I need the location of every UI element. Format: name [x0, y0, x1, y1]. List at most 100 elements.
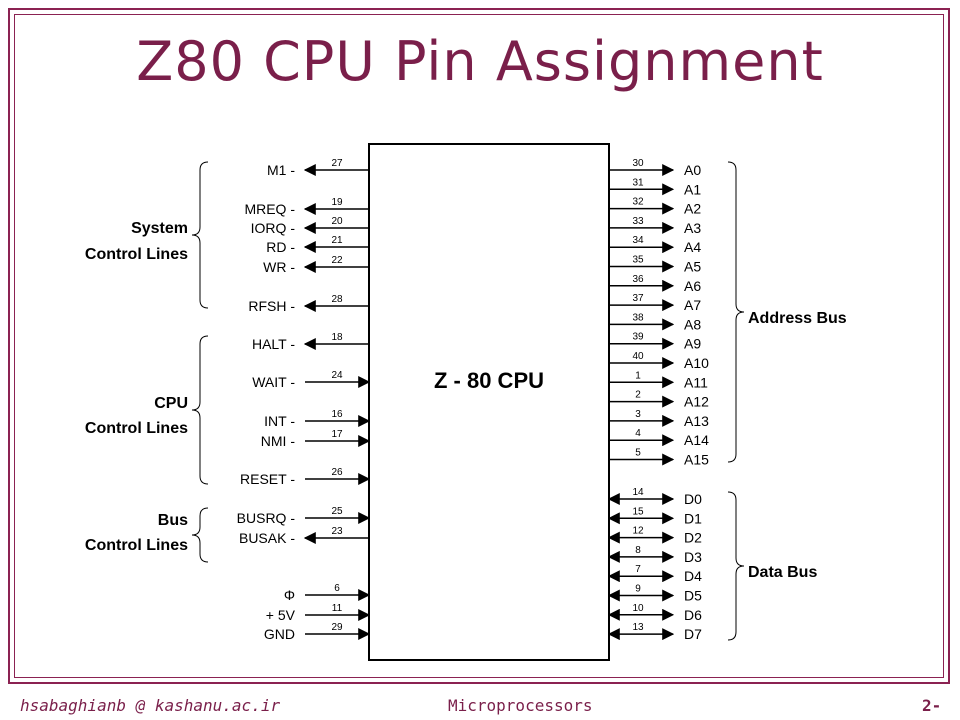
left-pin-15: 29 GND [264, 622, 371, 642]
pin-name: NMI - [261, 433, 296, 449]
pin-number: 9 [635, 584, 641, 595]
chip-label: Z - 80 CPU [434, 368, 544, 393]
pin-number: 13 [632, 622, 644, 633]
pin-number: 17 [331, 429, 343, 440]
address-pin-0: 30 A0 [609, 158, 701, 178]
pin-name: A3 [684, 220, 701, 236]
pin-name: A14 [684, 432, 709, 448]
pin-number: 37 [632, 293, 644, 304]
left-pin-9: 17 NMI - [261, 429, 371, 449]
pin-name: D6 [684, 607, 702, 623]
left-pin-14: 11 + 5V [266, 603, 371, 623]
pin-name: GND [264, 626, 295, 642]
pin-name: A1 [684, 181, 701, 197]
pin-name: A7 [684, 297, 701, 313]
pin-name: A13 [684, 413, 709, 429]
left-pin-13: 6Φ [284, 583, 371, 603]
left-pin-4: 22 WR - [263, 255, 369, 275]
address-pin-8: 38 A8 [609, 312, 701, 332]
pin-name: A8 [684, 316, 701, 332]
pin-name: M1 - [267, 162, 295, 178]
left-pin-11: 25 BUSRQ - [237, 506, 371, 526]
pin-number: 16 [331, 409, 343, 420]
system-group-label-2: Control Lines [85, 246, 188, 263]
pin-number: 40 [632, 351, 644, 362]
left-pin-8: 16 INT - [264, 409, 371, 429]
pin-number: 11 [332, 603, 343, 614]
footer-page-number: 2- [922, 696, 942, 715]
pin-number: 12 [632, 526, 644, 537]
pin-number: 35 [632, 255, 644, 266]
bus-group-label-1: Bus [158, 512, 188, 529]
cpu-brace [191, 335, 209, 485]
pin-name: D3 [684, 549, 702, 565]
pin-name: A5 [684, 259, 701, 275]
pin-number: 4 [635, 428, 641, 439]
pin-name: BUSRQ - [237, 510, 296, 526]
pin-name: RFSH - [248, 298, 295, 314]
data-pin-0: 14 D0 [607, 487, 702, 507]
data-bus-label: Data Bus [748, 564, 817, 581]
pin-number: 2 [635, 390, 641, 401]
bus-brace [191, 507, 209, 563]
pin-name: Φ [284, 587, 295, 603]
pin-name: A10 [684, 355, 709, 371]
pin-number: 18 [331, 332, 343, 343]
pin-number: 3 [635, 409, 641, 420]
pin-number: 24 [331, 370, 343, 381]
address-pin-13: 3 A13 [609, 409, 709, 429]
pin-name: A15 [684, 452, 709, 468]
pin-number: 21 [331, 235, 343, 246]
pin-number: 28 [331, 294, 343, 305]
pin-number: 1 [635, 370, 641, 381]
pin-name: HALT - [252, 336, 295, 352]
data-pin-7: 13 D7 [607, 622, 702, 642]
pin-number: 10 [632, 603, 644, 614]
bus-group-label-2: Control Lines [85, 537, 188, 554]
address-pin-10: 40 A10 [609, 351, 709, 371]
pin-number: 38 [632, 312, 644, 323]
left-pin-5: 28 RFSH - [248, 294, 369, 314]
pin-name: A0 [684, 162, 701, 178]
pin-name: MREQ - [244, 201, 295, 217]
data-brace [727, 491, 745, 641]
cpu-group-label-1: CPU [154, 395, 188, 412]
pin-number: 20 [331, 216, 343, 227]
pin-number: 25 [331, 506, 343, 517]
pin-name: RD - [266, 239, 295, 255]
slide-frame-inner [14, 14, 944, 678]
slide-title: Z80 CPU Pin Assignment [136, 30, 824, 93]
pin-number: 14 [632, 487, 644, 498]
pin-number: 29 [331, 622, 343, 633]
address-pin-7: 37 A7 [609, 293, 701, 313]
pin-name: D0 [684, 491, 702, 507]
address-brace [727, 161, 745, 463]
pin-name: + 5V [266, 607, 296, 623]
footer-course-title: Microprocessors [448, 696, 593, 715]
pin-name: A6 [684, 278, 701, 294]
pin-number: 39 [632, 332, 644, 343]
pin-name: D7 [684, 626, 702, 642]
pin-number: 15 [632, 506, 644, 517]
address-pin-9: 39 A9 [609, 332, 701, 352]
pin-name: A9 [684, 336, 701, 352]
pin-name: WR - [263, 259, 295, 275]
pin-number: 30 [632, 158, 644, 169]
pin-number: 22 [331, 255, 343, 266]
pin-number: 23 [331, 526, 343, 537]
pin-name: INT - [264, 413, 295, 429]
pin-name: D4 [684, 568, 702, 584]
